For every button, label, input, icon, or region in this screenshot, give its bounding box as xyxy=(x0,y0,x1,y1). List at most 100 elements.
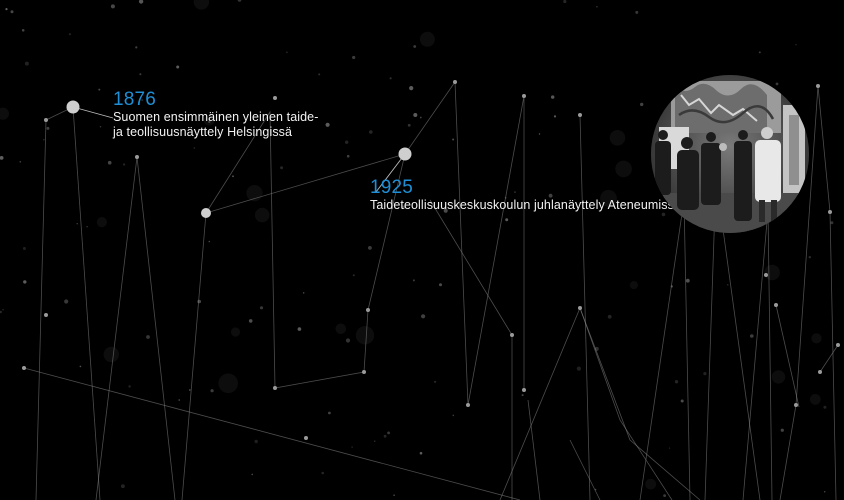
bokeh-dot xyxy=(750,334,754,338)
bokeh-dot xyxy=(297,327,302,331)
timeline-node-small xyxy=(273,386,277,390)
bokeh-dot xyxy=(352,274,355,277)
timeline-node-small xyxy=(774,303,778,307)
bokeh-dot xyxy=(208,240,211,243)
bokeh-dot xyxy=(727,284,729,286)
bokeh-dot xyxy=(335,323,347,335)
timeline-node-small xyxy=(578,113,582,117)
timeline-node-small xyxy=(304,436,308,440)
bokeh-dot xyxy=(374,440,376,442)
event-caption-line1: Taideteollisuuskeskuskoulun juhlanäyttel… xyxy=(370,198,682,212)
timeline-connector xyxy=(429,199,513,500)
bokeh-dot xyxy=(5,8,8,11)
bokeh-dot xyxy=(548,193,553,198)
bokeh-dot xyxy=(808,256,811,259)
bokeh-dot xyxy=(43,139,45,141)
bokeh-dot xyxy=(830,221,834,225)
bokeh-dot xyxy=(254,207,270,223)
bokeh-dot xyxy=(795,44,797,46)
bokeh-dot xyxy=(413,45,417,48)
event-1925[interactable]: 1925 Taideteollisuuskeskuskoulun juhlanä… xyxy=(370,178,790,213)
bokeh-dot xyxy=(346,154,350,158)
bokeh-dot xyxy=(318,73,321,76)
bokeh-dot xyxy=(419,116,422,119)
bokeh-dot xyxy=(178,399,180,401)
bokeh-dot xyxy=(123,163,126,166)
bokeh-dot xyxy=(811,333,822,344)
bokeh-dot xyxy=(208,120,211,124)
bokeh-dot xyxy=(521,394,524,397)
bokeh-dot xyxy=(0,107,9,120)
timeline-node-small xyxy=(22,366,26,370)
timeline-node-small xyxy=(510,333,514,337)
bokeh-dot xyxy=(553,115,557,118)
bokeh-dot xyxy=(615,160,632,178)
bokeh-dot xyxy=(23,280,27,284)
bokeh-dot xyxy=(538,133,541,135)
bokeh-dot xyxy=(352,55,356,60)
bokeh-dot xyxy=(823,405,827,409)
event-1876[interactable]: 1876 Suomen ensimmäinen yleinen taide- j… xyxy=(113,90,373,140)
timeline-node[interactable] xyxy=(66,100,80,114)
timeline-node-small xyxy=(522,388,526,392)
bokeh-dot xyxy=(321,471,325,475)
bokeh-dot xyxy=(824,491,826,493)
bokeh-dot xyxy=(193,0,210,10)
bokeh-dot xyxy=(24,61,29,66)
timeline-connector xyxy=(579,114,591,500)
timeline-node-small xyxy=(453,80,457,84)
timeline-connector xyxy=(819,344,839,373)
bokeh-dot xyxy=(99,126,102,128)
bokeh-dot xyxy=(345,140,349,144)
bokeh-dot xyxy=(218,373,238,394)
bokeh-dot xyxy=(237,0,242,2)
bokeh-dot xyxy=(351,446,353,448)
timeline-connector xyxy=(775,304,800,408)
bokeh-dot xyxy=(79,365,82,368)
bokeh-dot xyxy=(389,77,392,80)
bokeh-dot xyxy=(596,5,598,8)
timeline-node-small xyxy=(366,308,370,312)
historical-exhibition-photo[interactable] xyxy=(651,75,809,233)
bokeh-dot xyxy=(2,309,4,311)
bokeh-dot xyxy=(703,372,707,376)
timeline-node-small xyxy=(816,84,820,88)
timeline-node-small xyxy=(44,313,48,317)
bokeh-dot xyxy=(401,205,406,210)
bokeh-dot xyxy=(254,439,258,444)
bokeh-dot xyxy=(764,264,780,281)
bokeh-dot xyxy=(680,399,684,403)
bokeh-dot xyxy=(369,130,373,134)
bokeh-dot xyxy=(600,189,617,207)
bokeh-dot xyxy=(407,123,411,127)
event-year: 1876 xyxy=(113,89,157,110)
timeline-node[interactable] xyxy=(398,147,412,161)
bokeh-dot xyxy=(325,122,330,127)
bokeh-dot xyxy=(809,394,821,405)
bokeh-dot xyxy=(345,338,351,343)
bokeh-dot xyxy=(68,33,71,36)
bokeh-dot xyxy=(230,327,241,337)
bokeh-dot xyxy=(383,434,387,438)
bokeh-dot xyxy=(103,346,120,363)
timeline-node[interactable] xyxy=(201,208,211,218)
bokeh-dot xyxy=(576,366,582,371)
bokeh-dot xyxy=(128,385,131,388)
bokeh-dot xyxy=(110,4,115,9)
bokeh-dot xyxy=(107,160,112,165)
bokeh-dot xyxy=(771,370,786,384)
bokeh-dot xyxy=(355,326,375,345)
event-pointer xyxy=(375,153,406,193)
timeline-connector xyxy=(579,307,701,500)
bokeh-dot xyxy=(780,428,784,432)
bokeh-dot xyxy=(629,281,639,290)
bokeh-dot xyxy=(635,10,639,14)
bokeh-dot xyxy=(135,46,138,49)
bokeh-dot xyxy=(387,431,390,435)
bokeh-dot xyxy=(645,478,657,490)
bokeh-dot xyxy=(98,88,101,91)
bokeh-dot xyxy=(409,86,414,91)
bokeh-dot xyxy=(393,494,395,497)
bokeh-dot xyxy=(19,160,22,163)
